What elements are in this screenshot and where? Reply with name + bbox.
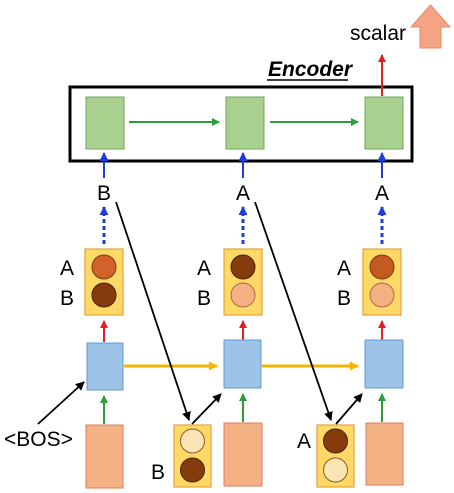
scalar-label: scalar [350, 22, 406, 45]
bos-arrow [37, 381, 85, 425]
encoder-cell-1 [85, 96, 125, 150]
feedback-arrow-2 [254, 201, 333, 421]
scalar-output-arrow [409, 4, 452, 49]
input-cell-1 [85, 424, 124, 489]
rnn-cell-3 [364, 339, 404, 389]
prob-b-1 [91, 282, 117, 308]
fed-back-label-2: A [297, 430, 311, 453]
dist-label-a-3: A [337, 257, 351, 280]
feedback-arrow-1 [115, 201, 191, 421]
fed-back-to-rnn-arrow-1 [191, 393, 222, 425]
encoder-title: Encoder [268, 58, 354, 81]
dist-label-a-1: A [60, 257, 74, 280]
encoder-cell-3 [364, 96, 404, 150]
dist-label-b-2: B [197, 287, 211, 310]
fed-back-to-rnn-arrow-2 [335, 393, 363, 425]
dist-label-b-1: B [60, 287, 74, 310]
fed-back-2-a [323, 428, 348, 454]
dist-label-b-3: B [337, 287, 351, 310]
bos-label: <BOS> [4, 428, 73, 451]
generated-token-1: B [97, 182, 111, 205]
dist-label-a-2: A [197, 257, 211, 280]
prob-b-2 [230, 282, 256, 308]
fed-back-1-a [180, 428, 205, 454]
input-cell-2 [223, 422, 263, 487]
fed-back-label-1: B [151, 461, 165, 484]
prob-a-2 [230, 254, 256, 280]
prob-a-1 [91, 254, 117, 280]
prob-a-3 [369, 254, 395, 280]
encoder-cell-2 [225, 96, 265, 150]
generated-token-2: A [236, 182, 250, 205]
rnn-cell-1 [86, 342, 124, 391]
input-cell-3 [365, 422, 404, 486]
fed-back-1-b [180, 457, 205, 483]
fed-back-2-b [323, 457, 348, 483]
generated-token-3: A [375, 182, 389, 205]
encoder-frame [68, 85, 414, 163]
prob-b-3 [369, 282, 395, 308]
rnn-cell-2 [223, 339, 262, 389]
